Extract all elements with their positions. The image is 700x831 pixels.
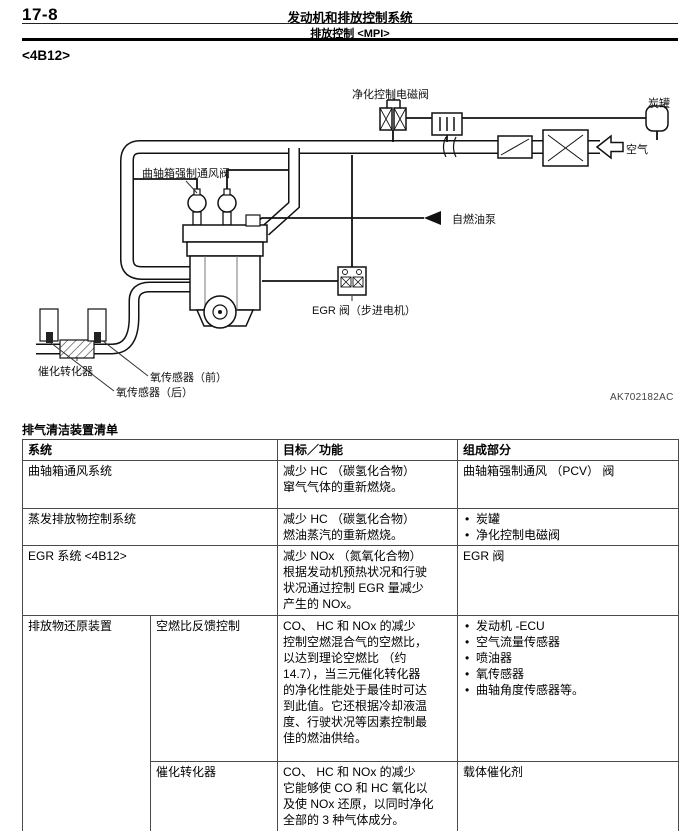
cell-system-group: 排放物还原装置 (22, 615, 151, 831)
canister (645, 105, 669, 132)
cell-subsystem: 空燃比反馈控制 (149, 615, 279, 762)
resonator (431, 112, 463, 136)
table-row: 催化转化器 CO、 HC 和 NOx 的减少 它能够使 CO 和 HC 氧化以 … (23, 761, 680, 831)
table-row: 蒸发排放物控制系统 减少 HC （碳氢化合物） 燃油蒸汽的重新燃烧。 炭罐 净化… (21, 508, 680, 546)
components-list: 炭罐 净化控制电磁阀 (463, 511, 673, 543)
intake-manifold-pipe (260, 148, 300, 236)
label-o2-sensor-rear: 氧传感器（后） (116, 387, 193, 399)
cell-components: EGR 阀 (457, 545, 680, 616)
table-row: EGR 系统 <4B12> 减少 NOx （氮氧化合物） 根据发动机预热状况和行… (21, 545, 680, 616)
label-from-fuel-pump: 自燃油泵 (452, 214, 496, 226)
leader-lines (50, 91, 394, 392)
oxygen-sensors (39, 308, 107, 343)
cell-components: 炭罐 净化控制电磁阀 (457, 508, 680, 546)
component-item: 空气流量传感器 (463, 634, 673, 650)
fuel-flow-arrow-icon (424, 211, 441, 225)
label-egr-valve: EGR 阀（步进电机） (312, 305, 416, 317)
emission-system-diagram (36, 91, 669, 392)
cell-system: 曲轴箱通风系统 (21, 460, 279, 509)
purge-solenoid-valve (379, 99, 407, 131)
exhaust-pipe (36, 281, 192, 355)
component-item: 净化控制电磁阀 (463, 527, 673, 543)
cell-components: 载体催化剂 (457, 761, 680, 831)
table-row: 排放物还原装置 空燃比反馈控制 CO、 HC 和 NOx 的减少 控制空燃混合气… (22, 615, 680, 831)
flexible-joint (442, 136, 457, 158)
cell-function: CO、 HC 和 NOx 的减少 控制空燃混合气的空燃比， 以达到理论空燃比 （… (277, 615, 459, 762)
figure-code: AK702182AC (610, 392, 674, 403)
exhaust-cleaning-table: 系统 目标／功能 组成部分 曲轴箱通风系统 减少 HC （碳氢化合物） 窜气气体… (21, 439, 680, 831)
page-subtitle: 排放控制 <MPI> (310, 28, 390, 40)
label-canister: 炭罐 (648, 98, 670, 110)
cell-system: EGR 系统 <4B12> (21, 545, 279, 616)
component-item: 曲轴角度传感器等。 (463, 682, 673, 698)
page-number: 17-8 (22, 5, 59, 24)
label-catalytic-converter: 催化转化器 (38, 366, 93, 378)
components-list: 发动机 -ECU 空气流量传感器 喷油器 氧传感器 曲轴角度传感器等。 (463, 618, 673, 698)
engine (182, 214, 268, 329)
table-caption: 排气清洁装置清单 (22, 423, 119, 437)
table-header-row: 系统 目标／功能 组成部分 (21, 439, 680, 461)
component-item: 炭罐 (463, 511, 673, 527)
col-header-function: 目标／功能 (277, 439, 459, 461)
label-air: 空气 (626, 144, 648, 156)
cell-function: CO、 HC 和 NOx 的减少 它能够使 CO 和 HC 氧化以 及使 NOx… (277, 761, 459, 831)
throttle-body (497, 135, 533, 159)
header-rule-thick (22, 38, 678, 41)
catalytic-converter (59, 339, 95, 359)
intake-pipe (120, 140, 600, 280)
air-cleaner (542, 129, 589, 167)
header-rule-thin (22, 23, 678, 24)
col-header-components: 组成部分 (457, 439, 680, 461)
egr-valve (337, 266, 367, 296)
cell-components: 曲轴箱强制通风 （PCV） 阀 (457, 460, 680, 509)
page-title: 发动机和排放控制系统 (287, 11, 413, 25)
cell-subsystem: 催化转化器 (149, 761, 279, 831)
engine-variant-heading: <4B12> (22, 48, 71, 63)
label-o2-sensor-front: 氧传感器（前） (150, 372, 227, 384)
cell-components: 发动机 -ECU 空气流量传感器 喷油器 氧传感器 曲轴角度传感器等。 (457, 615, 680, 762)
pcv-valves (187, 188, 237, 226)
cell-function: 减少 HC （碳氢化合物） 燃油蒸汽的重新燃烧。 (277, 508, 459, 546)
label-pcv-valve: 曲轴箱强制通风阀 (142, 168, 230, 180)
component-item: 发动机 -ECU (463, 618, 673, 634)
cell-function: 减少 NOx （氮氧化合物） 根据发动机预热状况和行驶 状况通过控制 EGR 量… (277, 545, 459, 616)
col-header-system: 系统 (21, 439, 279, 461)
component-item: 喷油器 (463, 650, 673, 666)
cell-system: 蒸发排放物控制系统 (21, 508, 279, 546)
air-flow-arrow-icon (595, 134, 624, 160)
cell-function: 减少 HC （碳氢化合物） 窜气气体的重新燃烧。 (277, 460, 459, 509)
label-purge-solenoid: 净化控制电磁阀 (352, 89, 429, 101)
table-row: 曲轴箱通风系统 减少 HC （碳氢化合物） 窜气气体的重新燃烧。 曲轴箱强制通风… (21, 460, 680, 509)
component-item: 氧传感器 (463, 666, 673, 682)
